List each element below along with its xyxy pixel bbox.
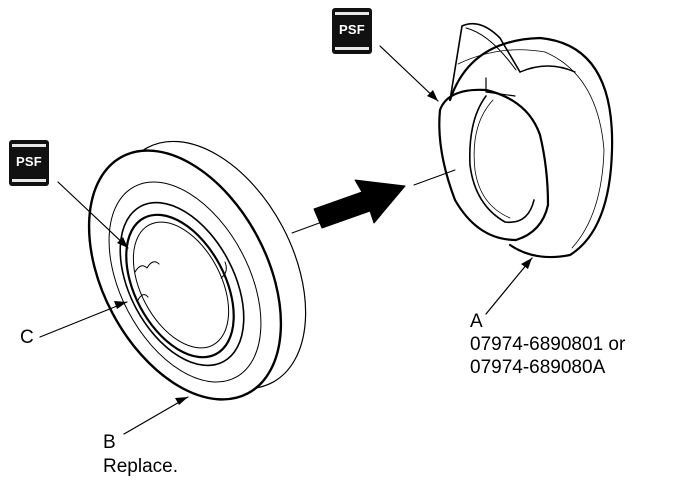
psf-badge-left: PSF <box>9 140 49 186</box>
label-a-part1: 07974-6890801 or <box>470 334 626 355</box>
axis-line-right <box>413 169 456 186</box>
leader-b-head <box>175 397 188 405</box>
leader-b <box>123 396 189 435</box>
leader-psf-left <box>57 181 129 249</box>
psf-label-top: PSF <box>339 22 365 37</box>
leader-psf-left-head <box>117 237 128 248</box>
axis-line-left <box>291 221 323 234</box>
leader-a <box>485 257 533 315</box>
label-c-letter: C <box>20 327 34 348</box>
oil-seal-b <box>87 140 307 401</box>
leader-c-head <box>114 301 127 309</box>
seal-driver-a <box>438 22 614 259</box>
install-direction-arrow <box>313 179 406 229</box>
leader-psf-top <box>379 45 439 102</box>
leader-a-head <box>521 258 532 269</box>
label-b-note: Replace. <box>103 456 178 477</box>
psf-label-left: PSF <box>16 154 42 169</box>
psf-badge-top: PSF <box>332 8 372 54</box>
leader-psf-top-head <box>427 90 438 101</box>
label-a-part2: 07974-689080A <box>470 357 606 378</box>
label-b-letter: B <box>103 432 116 453</box>
leader-c <box>39 301 128 338</box>
label-a-letter: A <box>470 311 483 332</box>
